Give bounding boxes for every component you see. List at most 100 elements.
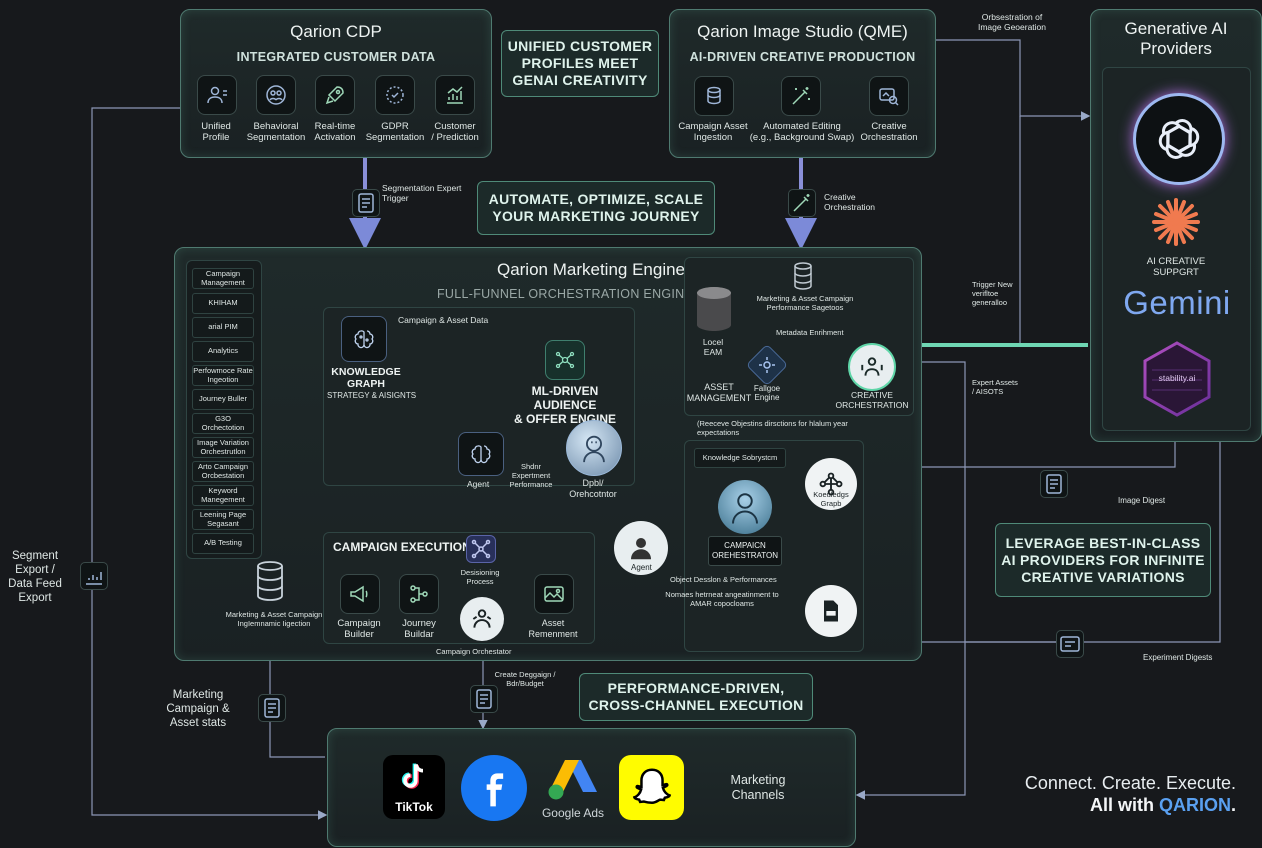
- export-chart-icon: [80, 562, 108, 590]
- marketing-channels-label: Marketing Channels: [730, 773, 786, 802]
- engine-subtitle: FULL-FUNNEL ORCHESTRATION ENGINE: [437, 287, 694, 301]
- sidebar-item-auto-campaign[interactable]: Arto Campaign Orcbestation: [192, 461, 254, 482]
- leverage-banner: LEVERAGE BEST-IN-CLASS AI PROVIDERS FOR …: [995, 523, 1211, 597]
- cdp-item-gdpr: GDPR Segmentation: [365, 121, 425, 143]
- robot-avatar-icon: [566, 420, 622, 476]
- file-document-icon: [805, 585, 857, 637]
- cdp-item-behavioral: Behavioral Segmentation: [246, 121, 306, 143]
- marketing-asset-ingestion-label: Marketing & Asset Campaign IngIemnamic I…: [225, 610, 323, 628]
- sidebar-item-pim[interactable]: arial PIM: [192, 317, 254, 338]
- perf-sagetoos-label: Marketing & Asset Campaign Performance S…: [756, 294, 854, 312]
- facebook-logo[interactable]: [461, 755, 527, 821]
- cdp-title: Qarion CDP: [290, 22, 382, 41]
- creative-orchestration-arrow-label: Creative Orchestration: [824, 192, 876, 212]
- agent-brain-icon: [458, 432, 504, 476]
- ingestion-database-icon: [257, 561, 283, 601]
- prediction-chart-icon: [435, 75, 475, 115]
- campaign-orchestrator-label: Campaign Orchestator: [436, 647, 512, 656]
- expert-assets-label: Expert Assets / AISOTS: [972, 378, 1018, 396]
- image-digest-label: Image Digest: [1118, 496, 1166, 505]
- image-digest-doc-icon: [1040, 470, 1068, 498]
- segmentation-doc-icon: [352, 189, 380, 217]
- cdp-item-realtime: Real-time Activation: [314, 121, 356, 143]
- cdp-item-unified-profile: Unified Profile: [201, 121, 231, 143]
- strategy-insights-label: STRATEGY & AISIGNTS: [327, 391, 417, 400]
- fallback-engine-icon: [745, 343, 789, 387]
- sidebar-item-khiham[interactable]: KHIHAM: [192, 293, 254, 314]
- knowledge-graph-title: KNOWLEDGE GRAPH: [331, 366, 401, 390]
- create-campaign-label: Create Deggaign / Bdr/Budget: [494, 670, 556, 688]
- experiment-digest-doc-icon: [1056, 630, 1084, 658]
- sidebar-item-landing-page[interactable]: Leening Page Segasant: [192, 509, 254, 530]
- experiment-digests-label: Experiment Digests: [1143, 653, 1213, 662]
- tagline-line2: All with QARION.: [1010, 795, 1236, 816]
- creative-wand-icon: [788, 189, 816, 217]
- tagline-prefix: All with: [1089, 795, 1159, 815]
- segment-export-label: Segment Export / Data Feed Export: [8, 550, 62, 604]
- megaphone-icon: [340, 574, 380, 614]
- sidebar-item-ab-testing[interactable]: A/B Testing: [192, 533, 254, 554]
- qme-subtitle: AI-DRIVEN CREATIVE PRODUCTION: [689, 50, 916, 64]
- shorter-experiment-label: Shdnr Expertment Performance: [509, 462, 553, 489]
- campaign-asset-data-label: Campaign & Asset Data: [398, 315, 489, 325]
- stats-doc-icon: [258, 694, 286, 722]
- ml-network-icon: [545, 340, 585, 380]
- tiktok-logo[interactable]: TikTok: [383, 755, 445, 819]
- agent-center-icon: [614, 521, 668, 575]
- sidebar-item-campaign-management[interactable]: Campaign Management: [192, 268, 254, 289]
- stability-label: stability.ai: [1158, 373, 1196, 383]
- performance-db-icon: [794, 262, 812, 290]
- segmentation-trigger-label: Segmentation Expert Trigger: [382, 183, 462, 203]
- qme-title: Qarion Image Studio (QME): [697, 22, 908, 41]
- sidebar-item-performance-ingestion[interactable]: Perfowmoce Rate Ingeotion: [192, 365, 254, 386]
- rocket-icon: [315, 75, 355, 115]
- journey-builder-label: Journey Buildar: [402, 618, 436, 640]
- database-icon: [694, 76, 734, 116]
- receive-objective-label: (Reeceve Objestins dirsctions for hlalum…: [697, 419, 848, 437]
- creative-orchestration-title: CREATIVE ORCHESTRATION: [835, 390, 909, 410]
- orchestration-icon: [869, 76, 909, 116]
- campaign-orchestrator-avatar-icon: [718, 480, 772, 534]
- journey-flow-icon: [399, 574, 439, 614]
- decision-network-icon: [466, 535, 496, 563]
- marketing-stats-label: Marketing Campaign & Asset stats: [166, 689, 230, 729]
- qme-panel: Qarion Image Studio (QME) AI-DRIVEN CREA…: [669, 9, 936, 158]
- tagline-line1: Connect. Create. Execute.: [1024, 773, 1236, 793]
- ai-creative-support: AI CREATIVE SUPPGRT: [1146, 256, 1206, 278]
- engine-title: Qarion Marketing Engine: [496, 260, 686, 279]
- snapchat-logo[interactable]: [619, 755, 684, 820]
- knowledge-subsystem-label: Knowledge Sobrystcm: [694, 448, 786, 468]
- sidebar-item-analytics[interactable]: Analytics: [192, 341, 254, 362]
- segmentation-icon: [256, 75, 296, 115]
- tiktok-label: TikTok: [395, 800, 433, 814]
- campaign-builder-label: Campaign Builder: [337, 618, 381, 640]
- sidebar-item-image-variation[interactable]: Image Variation Orchestrutlon: [192, 437, 254, 458]
- performance-banner: PERFORMANCE-DRIVEN, CROSS-CHANNEL EXECUT…: [579, 673, 813, 721]
- decisioning-process-label: Desisioning Process: [460, 568, 500, 586]
- brand-name: QARION: [1158, 795, 1231, 815]
- creative-orchestration-icon: [848, 343, 896, 391]
- stability-hexagon-icon: [1143, 341, 1211, 417]
- qme-item-orchestration: Creative Orchestration: [860, 121, 918, 143]
- google-ads-label: Google Ads: [541, 806, 605, 820]
- qme-item-editing: Automated Editing (e.g., Background Swap…: [749, 121, 855, 143]
- cdp-item-prediction: Customer / Prediction: [431, 121, 479, 143]
- campaign-execution-title: CAMPAIGN EXECUTION: [333, 540, 471, 554]
- local-dam-label: Locel EAM: [702, 337, 724, 357]
- sidebar-item-journey-builder[interactable]: Journey Buller: [192, 389, 254, 410]
- ml-engine-title: ML-DRIVEN AUDIENCE & OFFER ENGINE: [513, 384, 616, 426]
- anthropic-burst-icon: [1152, 198, 1200, 246]
- magic-wand-icon: [781, 76, 821, 116]
- fallgoe-engine-label: Fallgoe Engine: [753, 384, 781, 402]
- campaign-orchestrator-icon: [460, 597, 504, 641]
- trigger-new-label: Trigger New verifltoe generalloo: [972, 280, 1013, 307]
- user-profile-icon: [197, 75, 237, 115]
- create-campaign-doc-icon: [470, 685, 498, 713]
- campaign-orchestrator-title: CAMPAICN OREHESTRATON: [708, 536, 782, 566]
- sidebar-item-keyword-management[interactable]: Keyword Manegement: [192, 485, 254, 506]
- sidebar-item-geo-orchestration[interactable]: G3O Orchectotion: [192, 413, 254, 434]
- agent-label: Agent: [467, 479, 490, 489]
- google-ads-logo-icon[interactable]: [547, 756, 599, 802]
- gemini-logo: Gemini: [1123, 284, 1231, 321]
- agent-center-label: Agent: [631, 563, 652, 572]
